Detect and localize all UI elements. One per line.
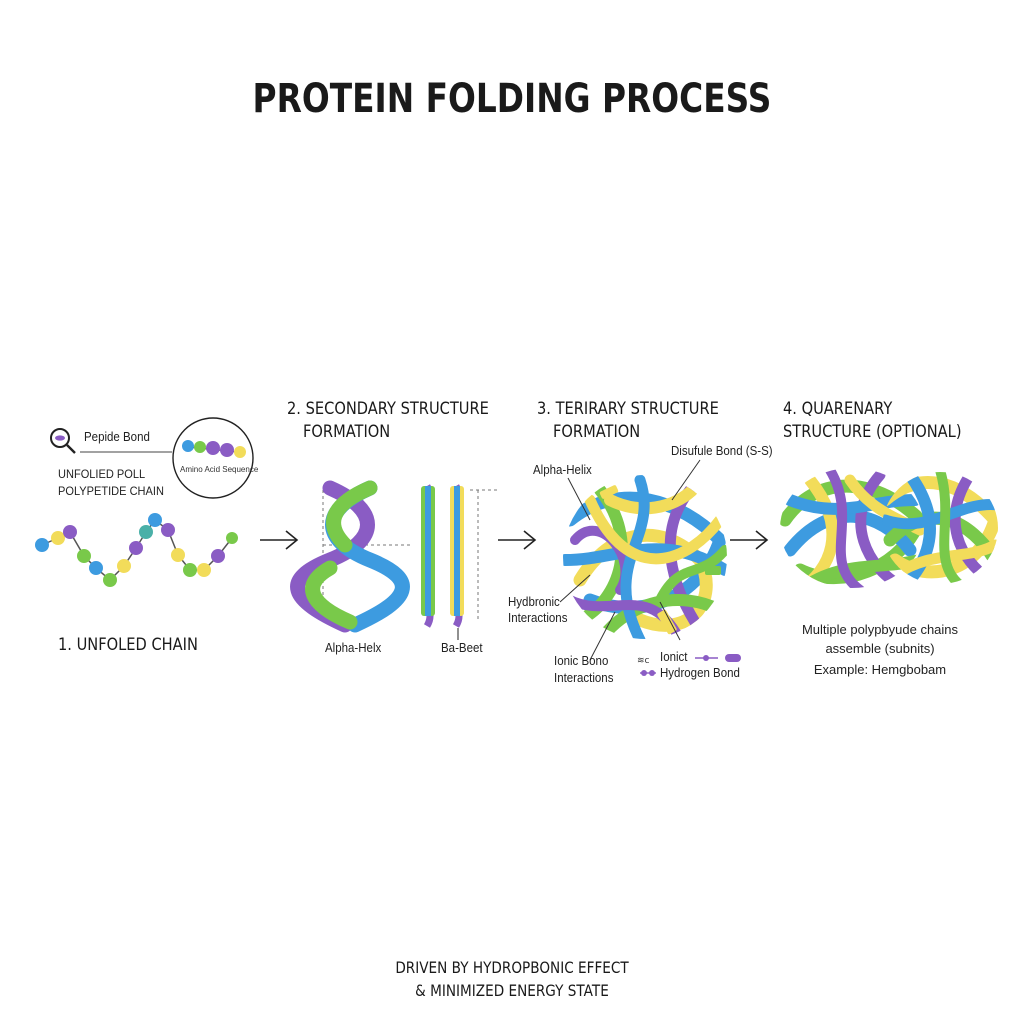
amino-acid-sequence-label: Amino Acid Sequence <box>180 465 259 474</box>
quaternary-structure-blob <box>780 468 998 588</box>
peptide-bond-label: Pepide Bond <box>84 430 150 444</box>
stage4-desc-line2: assemble (subnits) <box>825 641 935 656</box>
stage2-heading-line2: FORMATION <box>303 422 391 442</box>
stage1-caption: 1. UNFOLED CHAIN <box>58 635 198 655</box>
hydrogen-bond-icon <box>640 670 656 676</box>
hydrophobic-callout-line2: Interactions <box>508 611 568 625</box>
ionic-callout-line1: Ionic Bono <box>554 654 609 668</box>
alpha-helix-label: Alpha-Helx <box>325 641 382 655</box>
alpha-helix-callout: Alpha-Helix <box>533 463 592 477</box>
hydrophobic-callout-line1: Hydbronic <box>508 595 560 609</box>
unfolded-chain <box>35 513 238 587</box>
footer-line1: DRIVEN BY HYDROPBONIC EFFECT <box>395 958 629 977</box>
beta-sheet-label: Ba-Beet <box>441 641 483 655</box>
legend-hydrogen-label: Hydrogen Bond <box>660 666 740 680</box>
amino-acid-sequence-icon <box>172 417 254 499</box>
arrow-right-icon <box>498 530 537 550</box>
legend-ionic-label: Ionict <box>660 650 688 664</box>
tertiary-structure-blob <box>559 459 727 661</box>
arrow-right-icon <box>260 530 299 550</box>
chain-label-line2: POLYPETIDE CHAIN <box>58 484 164 498</box>
beta-sheet-diagram <box>421 484 500 640</box>
chain-label-line1: UNFOLIED POLL <box>58 467 146 481</box>
stage3-heading-line2: FORMATION <box>553 422 641 442</box>
magnifier-icon <box>50 428 76 454</box>
ionic-bond-icon: ≋c <box>637 654 741 666</box>
footer-line2: & MINIMIZED ENERGY STATE <box>415 981 609 1000</box>
stage4-heading-line2: STRUCTURE (OPTIONAL) <box>783 422 962 442</box>
svg-text:≋c: ≋c <box>637 656 650 666</box>
stage4-desc-line1: Multiple polypbyude chains <box>801 622 959 637</box>
footer-note: DRIVEN BY HYDROPBONIC EFFECT & MINIMIZED… <box>77 956 947 1002</box>
page-title: PROTEIN FOLDING PROCESS <box>252 76 772 122</box>
stage3-heading-line1: 3. TERIRARY STRUCTURE <box>537 399 719 419</box>
ionic-callout-line2: Interactions <box>554 671 614 685</box>
disulfide-bond-callout: Disufule Bond (S-S) <box>671 444 773 458</box>
alpha-helix-diagram <box>290 480 410 633</box>
stage2-heading-line1: 2. SECONDARY STRUCTURE <box>287 399 489 419</box>
stage4-heading-line1: 4. QUARENARY <box>783 399 893 419</box>
arrow-right-icon <box>730 530 769 550</box>
stage4-desc-line3: Example: Hemgbobam <box>813 662 947 677</box>
